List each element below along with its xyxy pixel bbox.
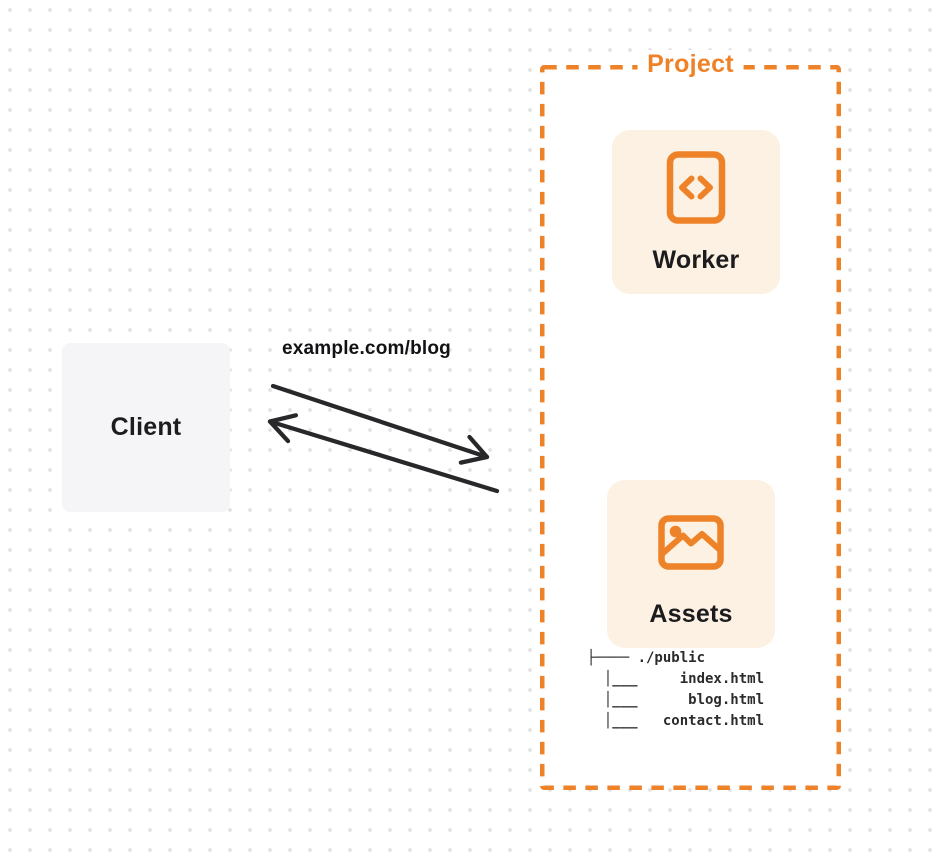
code-brackets-icon — [666, 151, 726, 224]
client-node: Client — [62, 343, 230, 512]
assets-label: Assets — [649, 600, 733, 628]
worker-node: Worker — [612, 130, 780, 294]
client-label: Client — [110, 413, 182, 441]
request-url-label: example.com/blog — [282, 338, 451, 359]
project-container: Project Worker Assets ├──── ./public │__… — [540, 50, 841, 790]
worker-label: Worker — [652, 246, 740, 274]
file-tree: ├──── ./public │___ index.html │___ blog… — [587, 650, 765, 729]
request-arrow — [270, 383, 490, 465]
assets-node: Assets — [607, 480, 775, 648]
image-icon — [658, 515, 724, 570]
response-arrow — [267, 413, 500, 494]
project-label: Project — [637, 50, 744, 79]
